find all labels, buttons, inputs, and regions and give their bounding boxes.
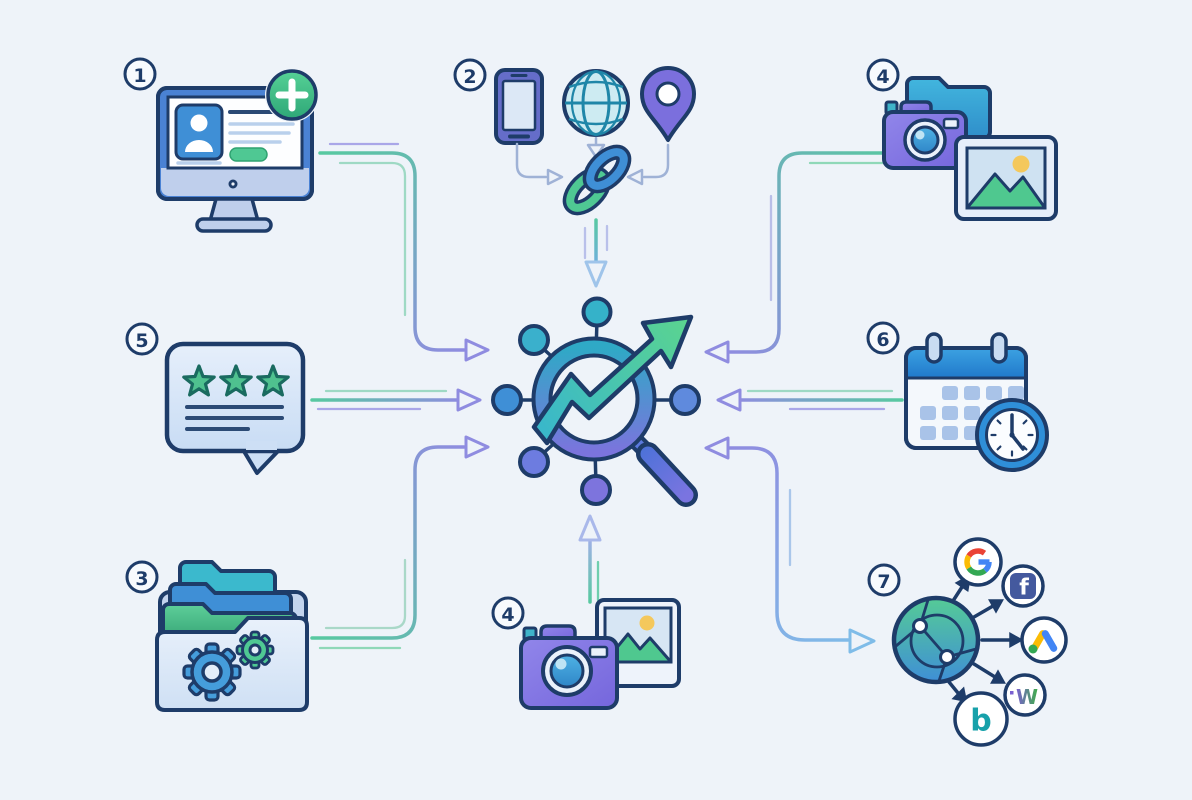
hub-growth-arrow: [531, 314, 694, 446]
monitor-profile-icon: [156, 68, 319, 233]
location-pin-icon: [640, 66, 696, 142]
step-badge-7-label: 7: [877, 571, 890, 593]
step-badge-1: 1: [123, 57, 157, 91]
distribution-icon: f W b: [891, 537, 1068, 747]
clock-hands: [1010, 413, 1025, 451]
binder-ring: [925, 332, 943, 364]
google-ads-logo: [1020, 616, 1068, 664]
step-badge-3: 3: [125, 560, 159, 594]
step-badge-4-top-label: 4: [876, 66, 889, 88]
step-badges: 1 2 4 5 6 3 4 7: [123, 57, 901, 630]
step-badge-4-bottom: 4: [491, 596, 525, 630]
w-logo: W: [1003, 673, 1047, 717]
clock-icon: [975, 398, 1049, 472]
profile-card: [174, 103, 224, 161]
photos-top-icon: [882, 76, 1058, 221]
arrow-step2-to-hub: [583, 218, 609, 288]
step-badge-2-label: 2: [463, 66, 476, 88]
arrow-step4top-to-hub: [704, 151, 902, 364]
photo-icon-top: [954, 135, 1058, 221]
star-icons: [182, 364, 290, 397]
step-badge-4-top: 4: [866, 58, 900, 92]
sun-icon: [1012, 155, 1030, 173]
smartphone-icon: [494, 68, 544, 145]
step2-citations: [494, 66, 696, 216]
step-badge-2: 2: [453, 58, 487, 92]
bing-letter: b: [970, 704, 991, 739]
camera-icon-bottom: [519, 624, 619, 710]
arrow-step6-to-hub: [716, 388, 904, 412]
arrow-hub-to-step7: [704, 436, 876, 654]
flow-arrows: [310, 142, 904, 654]
mountains-icon: [603, 632, 673, 664]
arrow-step4bottom-to-hub: [578, 514, 602, 604]
globe-icon: [562, 69, 630, 137]
facebook-logo: f: [1001, 564, 1045, 608]
step-badge-7: 7: [867, 563, 901, 597]
arrow-step1-to-hub: [318, 142, 490, 362]
monitor-stand: [195, 197, 273, 233]
step-badge-5-label: 5: [135, 330, 148, 352]
bing-logo: b: [953, 691, 1009, 747]
calendar-clock-icon: [904, 332, 1049, 472]
review-text-lines: [185, 405, 284, 431]
arrow-step5-to-hub: [310, 388, 482, 412]
facebook-letter: f: [1019, 576, 1029, 601]
link-chain-icon: [562, 144, 632, 216]
google-logo: [953, 537, 1003, 587]
w-letter: W: [1016, 685, 1038, 709]
step-badge-6: 6: [866, 321, 900, 355]
photo-icon-bottom: [595, 598, 681, 688]
distribution-globe-icon: [891, 595, 981, 685]
step-badge-5: 5: [125, 322, 159, 356]
camera-icon-top: [882, 100, 968, 170]
gear-icon-small: [235, 630, 275, 670]
photos-bottom-icon: [519, 598, 681, 710]
review-bubble-icon: [164, 341, 306, 475]
mountains-icon: [965, 172, 1047, 210]
arrow-step3-to-hub: [310, 435, 490, 650]
calendar-grid: [920, 386, 1024, 440]
step2-connectors: [515, 136, 670, 186]
step-badge-6-label: 6: [876, 329, 889, 351]
center-hub: [491, 296, 701, 507]
add-badge-plus-icon: [265, 68, 319, 122]
binder-ring: [990, 332, 1008, 364]
gear-icon-large: [182, 642, 242, 702]
profile-cta-button: [229, 147, 268, 162]
hub-magnifier: [531, 336, 698, 507]
sun-icon: [639, 615, 655, 631]
folders-gears-icon: [155, 560, 309, 712]
step-badge-1-label: 1: [133, 65, 146, 87]
step-badge-4-bottom-label: 4: [501, 604, 514, 626]
step-badge-3-label: 3: [135, 568, 148, 590]
